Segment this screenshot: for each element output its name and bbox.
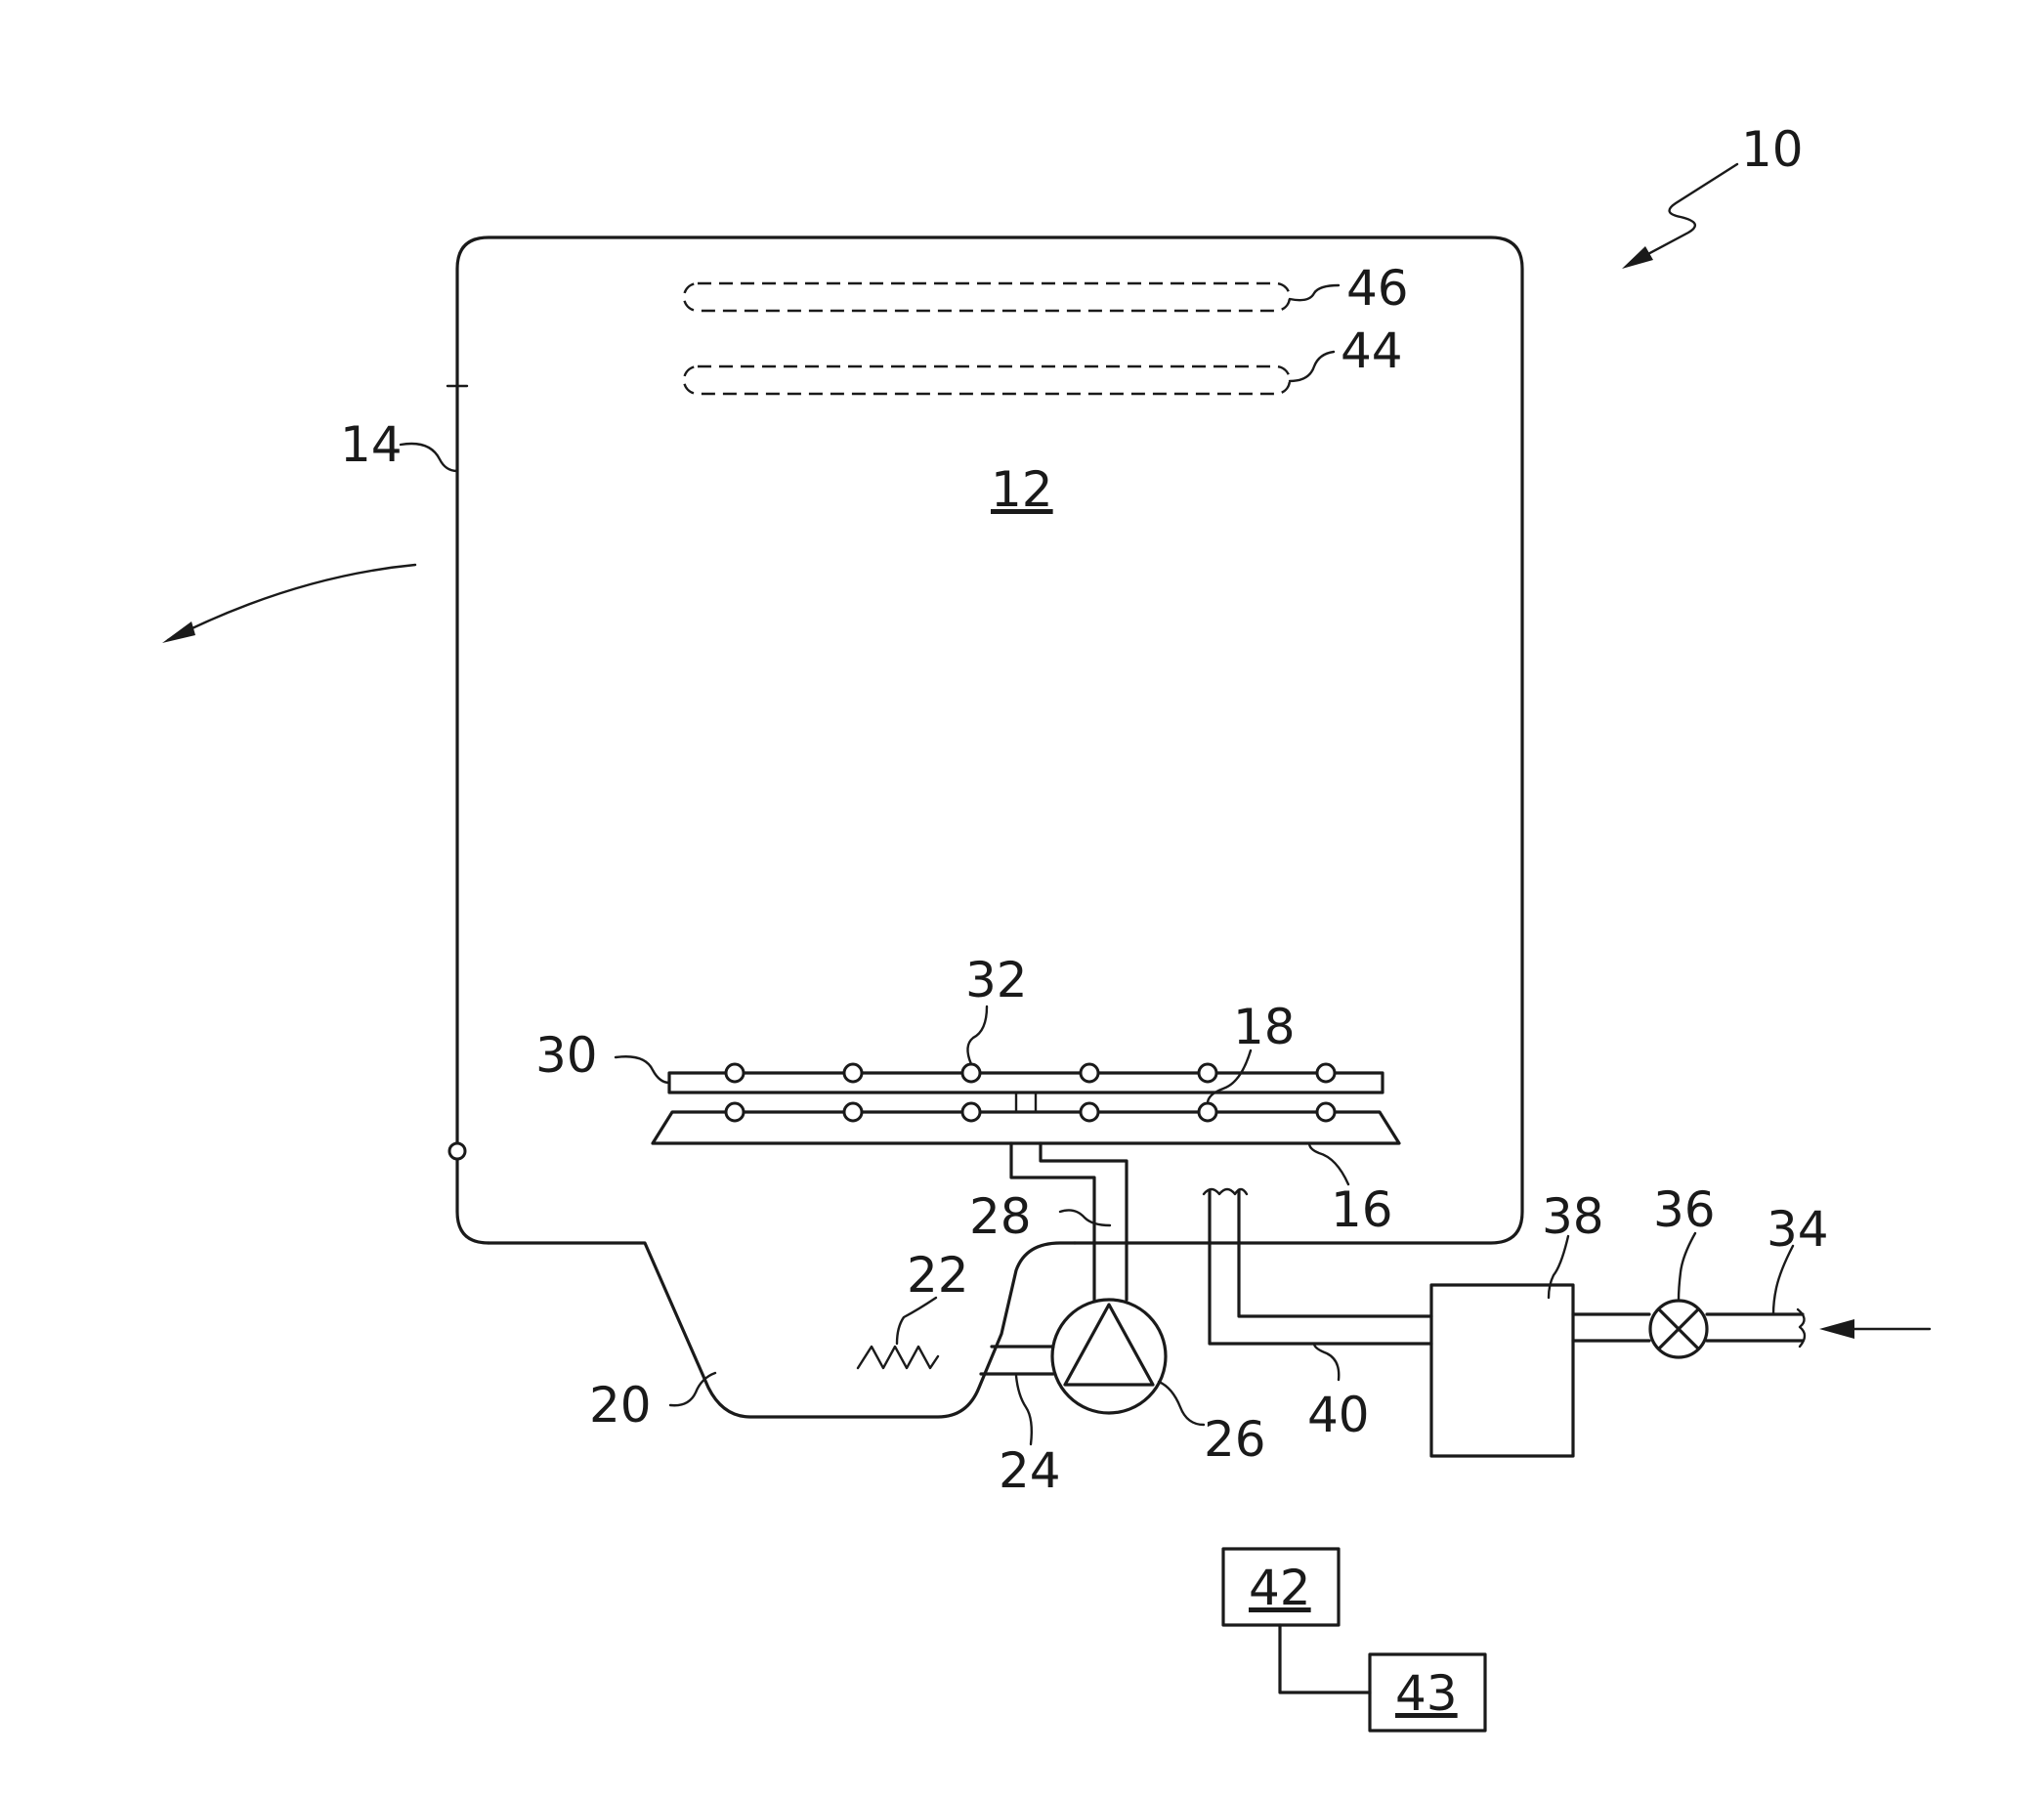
system-arrowhead (1622, 246, 1653, 269)
nozzle (844, 1103, 862, 1121)
door-hinge (449, 1143, 465, 1159)
supply-conduit-inner (1041, 1143, 1127, 1300)
sump-outline (489, 1243, 1075, 1417)
label-door: 14 (340, 416, 403, 473)
nozzle (962, 1064, 980, 1082)
leader-36 (1679, 1233, 1695, 1301)
label-pump: 26 (1204, 1411, 1266, 1468)
door-swing-arrowhead (162, 621, 195, 643)
label-upper-element: 46 (1346, 260, 1409, 317)
leader-16 (1309, 1143, 1348, 1184)
leader-40 (1314, 1344, 1339, 1380)
leader-26 (1159, 1382, 1204, 1425)
label-lower-nozzles: 18 (1233, 999, 1296, 1055)
fill-conduit (1210, 1190, 1431, 1344)
pump-triangle (1065, 1305, 1153, 1385)
lower-heating-element (684, 366, 1290, 394)
label-lower-rack: 16 (1331, 1181, 1393, 1238)
nozzle (962, 1103, 980, 1121)
nozzle (1199, 1064, 1216, 1082)
heater (858, 1347, 938, 1368)
nozzle (1199, 1103, 1216, 1121)
label-fill-conduit: 40 (1307, 1387, 1370, 1443)
leader-38 (1549, 1236, 1568, 1298)
nozzle (844, 1064, 862, 1082)
label-sump-outlet: 24 (999, 1442, 1061, 1499)
label-controller-sub: 43 (1395, 1665, 1458, 1722)
upper-heating-element (684, 283, 1290, 311)
label-sump: 20 (589, 1377, 652, 1434)
leader-44 (1290, 352, 1334, 381)
controller-link (1280, 1625, 1370, 1692)
label-controller: 42 (1249, 1560, 1311, 1616)
label-valve: 36 (1653, 1181, 1716, 1238)
door-swing-arrow (168, 565, 415, 640)
nozzle (1081, 1103, 1098, 1121)
label-inlet-line: 34 (1767, 1201, 1829, 1258)
label-dispenser: 38 (1542, 1188, 1604, 1245)
leader-32 (967, 1007, 987, 1064)
label-spray-nozzles: 32 (965, 952, 1028, 1008)
leader-22 (897, 1298, 936, 1344)
inflow-arrowhead (1819, 1319, 1854, 1339)
label-lower-element: 44 (1341, 322, 1403, 379)
leader-24 (1016, 1376, 1032, 1444)
nozzle (1317, 1103, 1335, 1121)
leader-14 (401, 444, 457, 471)
label-heater: 22 (907, 1247, 969, 1304)
lower-rack (653, 1112, 1399, 1143)
label-chamber: 12 (991, 461, 1053, 518)
label-spray-arm: 30 (535, 1027, 598, 1084)
nozzle (726, 1103, 744, 1121)
leader-46 (1290, 285, 1339, 300)
dispenser (1431, 1285, 1573, 1456)
spray-arm (669, 1073, 1383, 1092)
label-system: 10 (1741, 121, 1804, 178)
label-supply-conduit: 28 (969, 1188, 1032, 1245)
pump (1052, 1300, 1166, 1413)
nozzle (1317, 1064, 1335, 1082)
arm-hub (1016, 1092, 1036, 1112)
nozzle (726, 1064, 744, 1082)
leader-28 (1060, 1210, 1110, 1225)
leader-30 (616, 1056, 669, 1083)
nozzle (1081, 1064, 1098, 1082)
